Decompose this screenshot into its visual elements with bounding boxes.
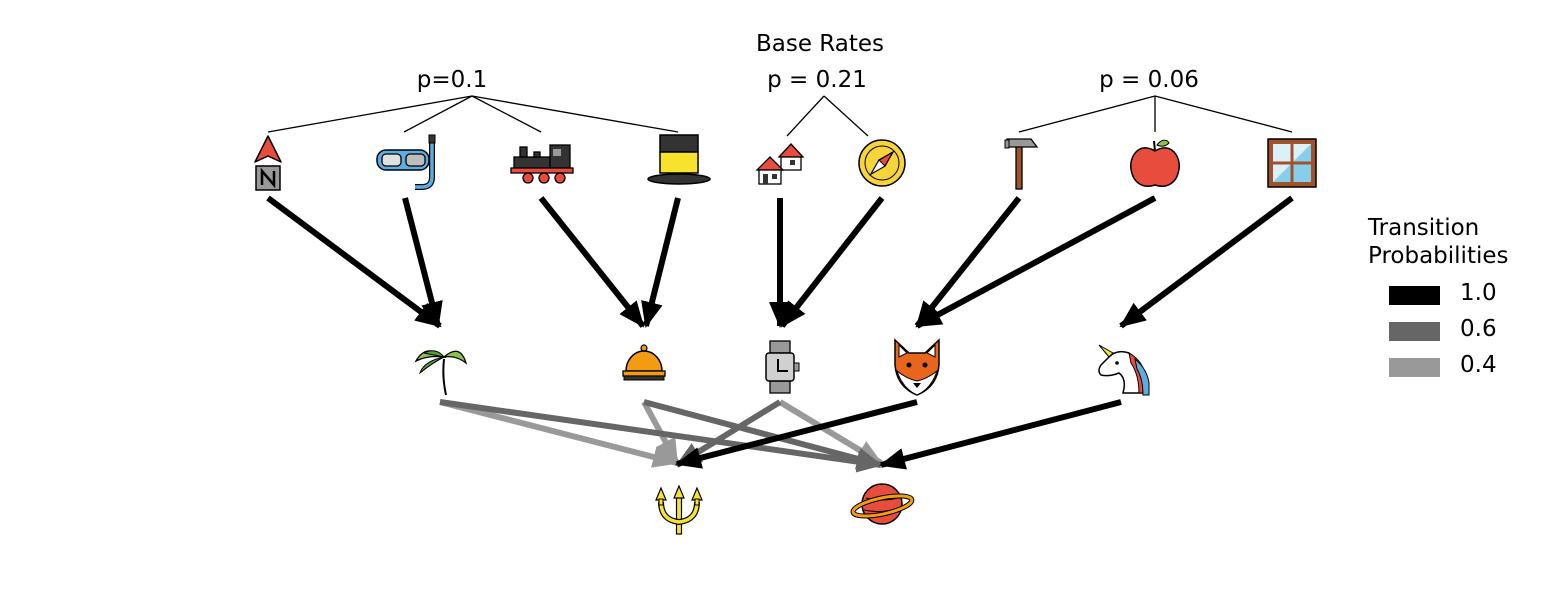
legend-label: 1.0	[1460, 280, 1497, 306]
edge-apple-fox	[915, 195, 1157, 329]
trident-icon	[655, 484, 703, 535]
group-label-2: p = 0.21	[767, 67, 867, 93]
palm-tree-icon	[414, 350, 468, 396]
top-hat-icon	[647, 134, 711, 185]
edge-fox-trident	[675, 399, 918, 469]
diagram-title: Base Rates	[756, 31, 884, 57]
edge-window-unicorn	[1119, 195, 1294, 329]
legend-swatch	[1389, 286, 1440, 305]
unicorn-icon	[1098, 344, 1150, 396]
legend-swatch	[1389, 322, 1440, 341]
edge-bell-planet	[643, 399, 883, 470]
edge-palm-trident	[439, 399, 679, 468]
window-icon	[1267, 138, 1317, 188]
edge-train-bell	[538, 196, 646, 328]
edges	[266, 195, 1294, 473]
legend-swatch	[1389, 358, 1440, 377]
planet-icon	[850, 483, 915, 525]
edge-snorkel-palm	[402, 197, 443, 328]
group-label-1: p=0.1	[417, 67, 487, 93]
steam-train-icon	[510, 144, 574, 184]
north-arrow-icon	[254, 135, 282, 191]
compass-icon	[858, 139, 906, 187]
group-label-3: p = 0.06	[1099, 67, 1199, 93]
edge-north-palm	[266, 195, 442, 329]
houses-icon	[755, 143, 805, 185]
edge-unicorn-planet	[879, 399, 1122, 470]
legend-label: 0.6	[1460, 316, 1497, 342]
legend-title: Transition Probabilities	[1368, 215, 1509, 269]
snorkel-mask-icon	[376, 134, 436, 190]
edge-hat-bell	[641, 197, 681, 328]
hammer-icon	[1004, 138, 1039, 190]
edge-compass-watch	[779, 196, 885, 328]
legend-label: 0.4	[1460, 352, 1497, 378]
group-brackets	[267, 95, 1293, 137]
apple-icon	[1130, 139, 1180, 187]
edge-hammer-fox	[914, 196, 1022, 328]
watch-icon	[765, 340, 800, 394]
edge-palm-planet	[439, 399, 883, 473]
fox-icon	[894, 338, 940, 396]
service-bell-icon	[622, 344, 666, 381]
